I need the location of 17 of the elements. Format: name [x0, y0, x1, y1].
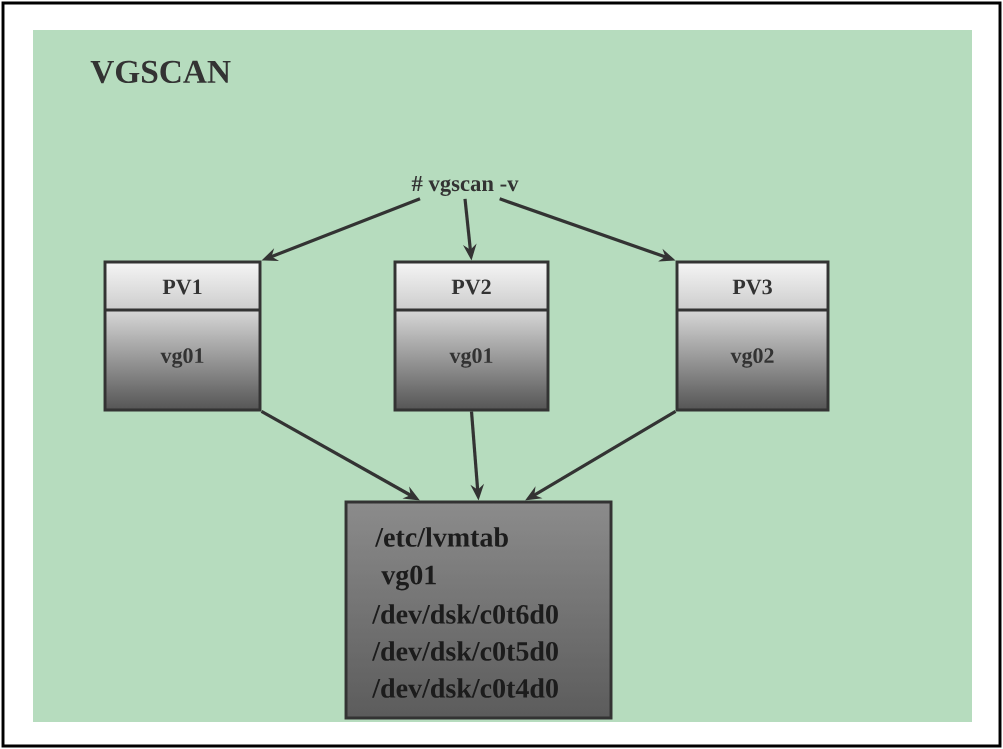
group-label: vg02: [730, 348, 774, 368]
volume-box: [393, 260, 550, 412]
volume-label: PV2: [451, 279, 491, 295]
table-box: [344, 500, 613, 720]
table-entry: /dev/dsk/c0t6d0: [372, 604, 558, 624]
table-entry: /etc/lvmtab: [375, 527, 508, 547]
group-label: vg01: [449, 348, 493, 368]
volume-label: PV3: [732, 279, 772, 295]
table-entry: /dev/dsk/c0t4d0: [372, 678, 558, 698]
command-text: # vgscan -v: [411, 176, 519, 196]
group-label: vg01: [160, 348, 204, 368]
title: VGSCAN: [90, 60, 231, 84]
table-entry: vg01: [381, 565, 436, 591]
volume-box: [675, 260, 830, 412]
volume-box: [103, 260, 262, 412]
table-entry: /dev/dsk/c0t5d0: [372, 641, 558, 661]
volume-label: PV1: [162, 279, 202, 295]
